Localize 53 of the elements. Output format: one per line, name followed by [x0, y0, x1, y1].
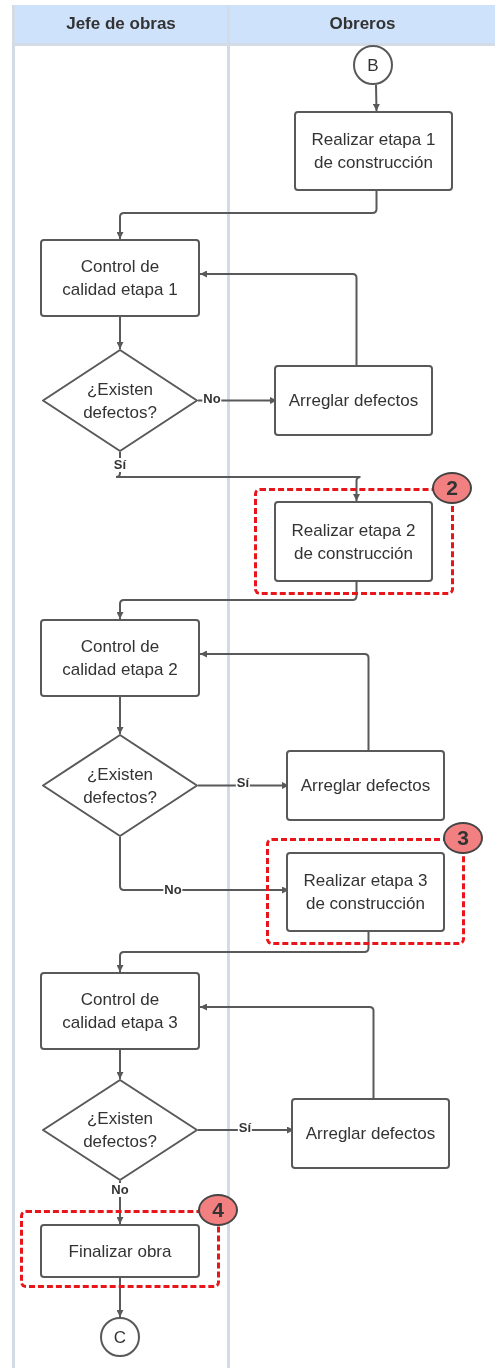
arrow [116, 1180, 124, 1225]
connector-circle [100, 1317, 140, 1357]
arrow [199, 650, 370, 751]
process-box [40, 239, 200, 317]
lane-header: Jefe de obras [15, 5, 227, 46]
arrow [199, 270, 358, 366]
decision-diamond [42, 1079, 198, 1181]
process-box [286, 852, 445, 932]
arrow [116, 190, 378, 240]
edge-label: Sí [235, 776, 251, 790]
edge-label: No [202, 392, 222, 406]
arrow [116, 696, 124, 735]
process-box [294, 111, 453, 191]
node-text: ¿Existen defectos? [82, 763, 158, 809]
node-text: Finalizar obra [68, 1240, 172, 1263]
process-box [291, 1098, 450, 1169]
decision-diamond [42, 734, 198, 837]
edge-label: No [110, 1183, 130, 1197]
node-text: Control de calidad etapa 3 [61, 989, 179, 1034]
arrow [199, 1003, 375, 1099]
step-badge: 3 [443, 822, 483, 854]
edge-label: Sí [112, 458, 128, 472]
node-text: ¿Existen defectos? [82, 378, 158, 424]
edge-label: No [163, 883, 183, 897]
process-box [40, 619, 200, 697]
arrow [116, 1277, 124, 1318]
node-text: B [367, 54, 379, 77]
edge-label: Sí [237, 1121, 253, 1135]
process-box [40, 1224, 200, 1278]
process-box [274, 501, 433, 582]
node-text: Arreglar defectos [305, 1123, 436, 1145]
process-box [40, 972, 200, 1050]
node-text: C [113, 1326, 127, 1349]
arrow [116, 316, 124, 350]
node-text: Realizar etapa 3 de construcción [302, 870, 429, 915]
node-text: Control de calidad etapa 2 [61, 636, 179, 681]
arrow [116, 1049, 124, 1080]
connector-circle [353, 45, 393, 85]
arrow [115, 451, 362, 502]
step-badge: 2 [432, 472, 472, 504]
node-text: Realizar etapa 1 de construcción [310, 129, 437, 174]
process-box [274, 365, 433, 436]
arrow [116, 581, 358, 620]
node-text: ¿Existen defectos? [82, 1108, 158, 1153]
process-box [286, 750, 445, 821]
node-text: Realizar etapa 2 de construcción [290, 519, 417, 565]
decision-diamond [42, 349, 198, 452]
node-text: Arreglar defectos [300, 775, 431, 797]
node-text: Arreglar defectos [288, 390, 419, 412]
node-text: Control de calidad etapa 1 [61, 256, 179, 301]
step-badge: 4 [198, 1194, 238, 1226]
arrow [372, 84, 380, 112]
lane-header: Obreros [230, 5, 495, 46]
